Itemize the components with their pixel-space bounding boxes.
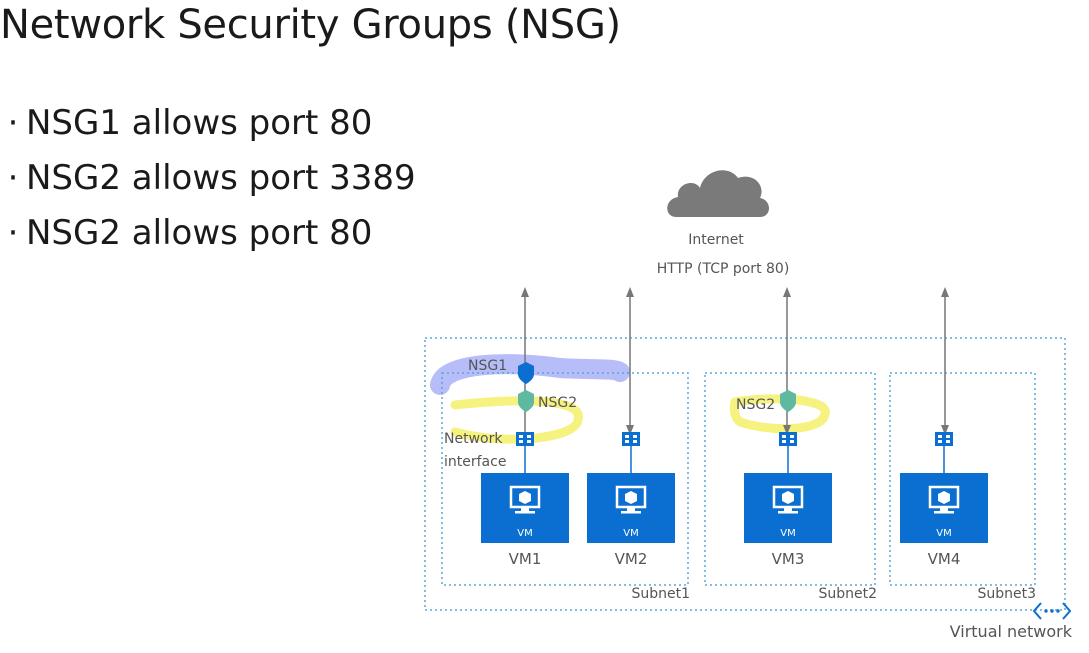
subnet2-label: Subnet2 — [818, 586, 877, 602]
bullet-dot: · — [7, 213, 19, 253]
bullet-text: NSG2 allows port 3389 — [26, 158, 416, 198]
vm1-tile: VM — [481, 473, 569, 543]
bullet-item: ·NSG1 allows port 80 — [0, 100, 416, 155]
vm2-label: VM2 — [615, 550, 648, 568]
monitor-icon — [928, 485, 960, 514]
nsg2-shield-icon — [780, 390, 796, 412]
vm-badge: VM — [623, 528, 638, 539]
nsg1-label: NSG1 — [468, 358, 507, 374]
monitor-icon — [509, 485, 541, 514]
subnet1-label: Subnet1 — [631, 586, 690, 602]
bullet-text: NSG1 allows port 80 — [26, 103, 373, 143]
monitor-icon — [772, 485, 804, 514]
bullet-dot: · — [7, 103, 19, 143]
network-interface-icon — [516, 432, 534, 446]
bullet-item: ·NSG2 allows port 80 — [0, 210, 416, 265]
vm2-tile: VM — [587, 473, 675, 543]
vm-badge: VM — [780, 528, 795, 539]
vm1-label: VM1 — [509, 550, 542, 568]
monitor-icon — [615, 485, 647, 514]
network-interface-icon — [622, 432, 640, 446]
bullet-text: NSG2 allows port 80 — [26, 213, 373, 253]
network-interface-icon — [935, 432, 953, 446]
nsg2-highlight-left — [450, 396, 583, 444]
virtual-network-label: Virtual network — [950, 622, 1073, 641]
http-label: HTTP (TCP port 80) — [657, 261, 790, 277]
nsg1-shield-icon — [518, 362, 534, 384]
bullet-dot: · — [7, 158, 19, 198]
subnet3-boundary — [889, 372, 1036, 586]
bullet-item: ·NSG2 allows port 3389 — [0, 155, 416, 210]
nsg2-label-subnet1: NSG2 — [538, 395, 577, 411]
nsg2-label-subnet2: NSG2 — [736, 397, 775, 413]
internet-label: Internet — [688, 232, 744, 248]
nic-label: interface — [444, 454, 506, 470]
subnet3-label: Subnet3 — [977, 586, 1036, 602]
network-interface-icon — [779, 432, 797, 446]
virtual-network-boundary — [424, 337, 1066, 611]
vm4-label: VM4 — [928, 550, 961, 568]
vm-badge: VM — [517, 528, 532, 539]
virtual-network-icon — [1032, 602, 1072, 620]
cloud-icon — [667, 170, 769, 217]
vm-badge: VM — [936, 528, 951, 539]
nsg2-shield-icon — [518, 390, 534, 412]
vm3-tile: VM — [744, 473, 832, 543]
page-title: Network Security Groups (NSG) — [0, 2, 621, 48]
bullet-list: ·NSG1 allows port 80 ·NSG2 allows port 3… — [0, 100, 416, 265]
subnet1-boundary — [441, 372, 689, 586]
vm3-label: VM3 — [772, 550, 805, 568]
nic-label: Network — [444, 431, 503, 447]
nsg1-highlight — [430, 354, 630, 395]
vm4-tile: VM — [900, 473, 988, 543]
